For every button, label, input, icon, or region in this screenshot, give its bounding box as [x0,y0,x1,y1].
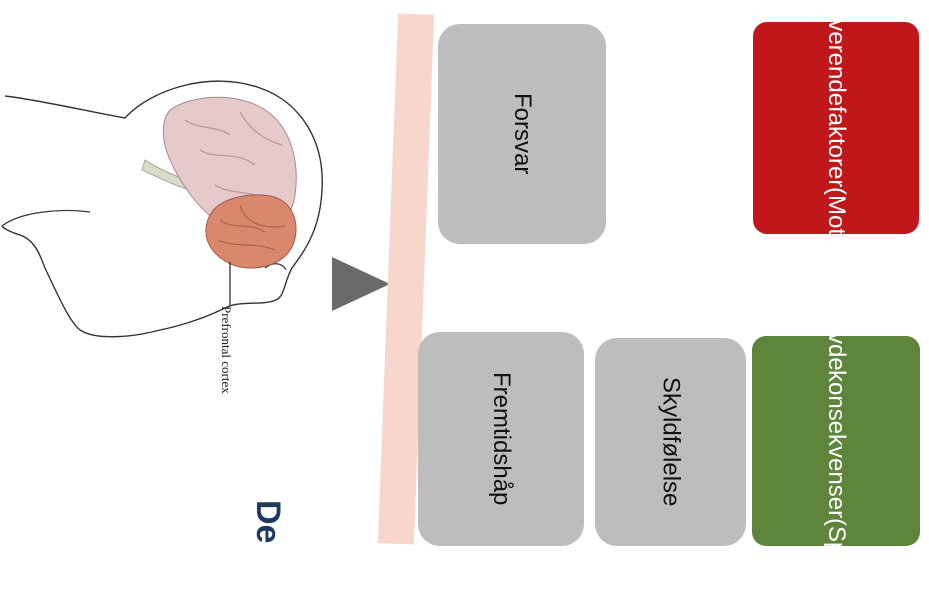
motiverende-line-1: Motiverende [822,0,850,106]
box-skyldfolelse-label: Skyldfølelse [657,377,685,506]
box-skyldfolelse: Skyldfølelse [595,338,746,546]
opplevde-line-2: konsekvenser [822,370,850,518]
opplevde-line-1: Opplevde [822,268,850,371]
title-fragment: De [248,500,287,543]
arrow-right-icon [330,255,392,313]
box-fremtidshap-label: Fremtidshåp [487,372,515,505]
box-motiverende-faktorer: Motiverende faktorer (Motiver) [753,22,919,234]
prefrontal-cortex [206,195,296,268]
box-opplevde-konsekvenser: Opplevde konsekvenser (Sperrer) [752,336,920,546]
box-forsvar-label: Forsvar [508,93,536,174]
brain-illustration [0,0,330,440]
box-fremtidshap: Fremtidshåp [418,332,584,546]
opplevde-line-3: (Sperrer) [822,518,850,614]
prefrontal-cortex-label: Prefrontal cortex [218,306,234,394]
box-forsvar: Forsvar [438,24,606,244]
motiverende-line-2: faktorer [822,106,850,187]
